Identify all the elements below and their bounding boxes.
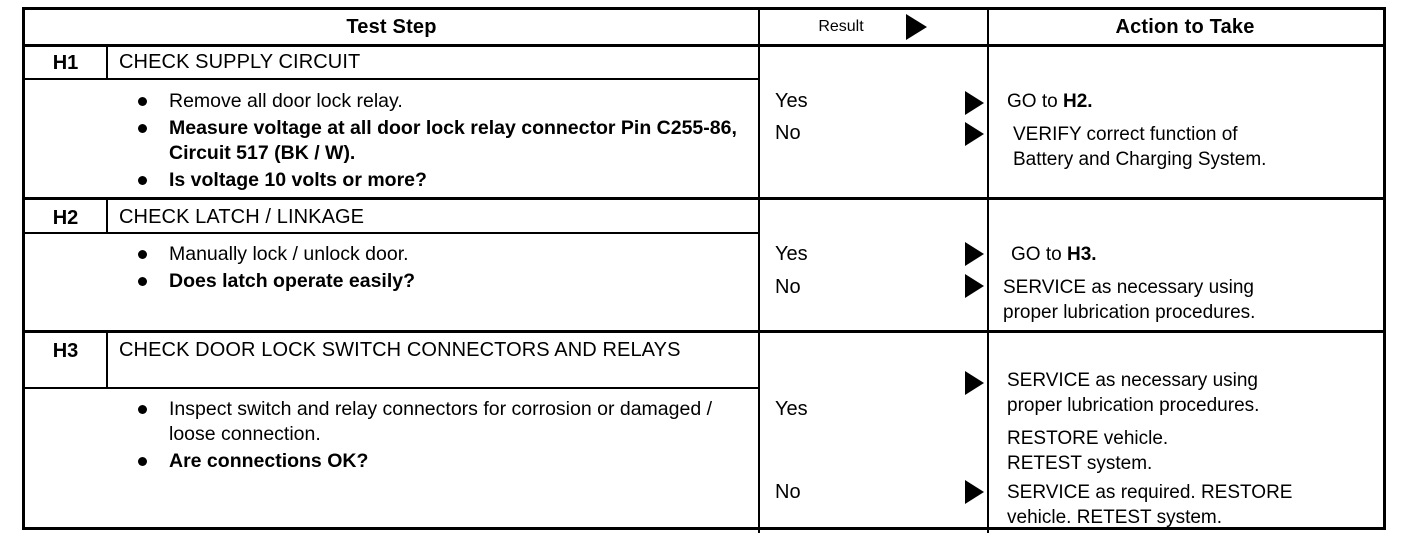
- result-h3-no-label: No: [775, 481, 801, 503]
- action-h2-yes-target: H3.: [1066, 244, 1097, 265]
- action-h3-yes-restore: RESTORE vehicle. RETEST system.: [1007, 426, 1168, 476]
- step-id-h2: H2: [25, 201, 106, 238]
- bullet-text: Remove all door lock relay.: [169, 90, 403, 112]
- result-h1-yes: Yes: [775, 90, 808, 113]
- action-h2-no: SERVICE as necessary using proper lubric…: [1003, 275, 1255, 325]
- triangle-right-icon: [965, 371, 984, 395]
- header-result: Result: [758, 10, 987, 44]
- step-title-h2-text: CHECK LATCH / LINKAGE: [119, 206, 365, 228]
- step-bullets-h1: Remove all door lock relay. Measure volt…: [138, 89, 748, 195]
- header-action-label: Action to Take: [1115, 15, 1255, 38]
- step-id-h1-label: H1: [52, 52, 79, 74]
- bullet-dot-icon: [138, 277, 147, 286]
- header-action-to-take: Action to Take: [987, 10, 1383, 44]
- list-item: Manually lock / unlock door.: [138, 242, 748, 267]
- bullet-dot-icon: [138, 457, 147, 466]
- step-id-h1: H1: [25, 46, 106, 84]
- header-bottom-divider: [25, 44, 1383, 47]
- result-h3-yes: Yes: [775, 398, 808, 421]
- bullet-dot-icon: [138, 124, 147, 133]
- result-h1-no: No: [775, 122, 801, 145]
- list-item: Are connections OK?: [138, 449, 748, 474]
- step-title-h2: CHECK LATCH / LINKAGE: [119, 204, 739, 231]
- action-h1-no-line1: VERIFY correct function of: [1013, 124, 1238, 145]
- action-h2-yes-prefix: GO to: [1011, 244, 1067, 265]
- diagnostic-table: Test Step Result Action to Take H1 CHECK…: [22, 7, 1386, 533]
- list-item: Inspect switch and relay connectors for …: [138, 397, 748, 447]
- list-item: Measure voltage at all door lock relay c…: [138, 116, 748, 166]
- step-title-h1-text: CHECK SUPPLY CIRCUIT: [119, 51, 361, 73]
- bullet-text: Measure voltage at all door lock relay c…: [169, 117, 737, 164]
- action-h3-yes: SERVICE as necessary using proper lubric…: [1007, 368, 1259, 418]
- triangle-right-icon: [965, 242, 984, 266]
- header-test-step: Test Step: [25, 10, 758, 44]
- action-h3-no: SERVICE as required. RESTORE vehicle. RE…: [1007, 480, 1292, 530]
- step-id-h3-label: H3: [52, 340, 79, 362]
- action-h1-yes: GO to H2.: [1007, 89, 1093, 114]
- list-item: Is voltage 10 volts or more?: [138, 168, 748, 193]
- bullet-dot-icon: [138, 97, 147, 106]
- triangle-right-icon: [965, 274, 984, 298]
- action-h3-yes-restore-line2: RETEST system.: [1007, 453, 1153, 474]
- step-bullets-h3: Inspect switch and relay connectors for …: [138, 397, 748, 476]
- column-divider-result-action: [987, 10, 989, 533]
- result-h2-no: No: [775, 276, 801, 299]
- result-h1-yes-label: Yes: [775, 90, 808, 112]
- bullet-text: Manually lock / unlock door.: [169, 243, 409, 265]
- action-h1-yes-prefix: GO to: [1007, 91, 1063, 112]
- result-h1-no-label: No: [775, 122, 801, 144]
- bullet-dot-icon: [138, 250, 147, 259]
- h1-title-underline: [25, 78, 758, 80]
- action-h2-yes: GO to H3.: [1011, 242, 1097, 267]
- row-divider-h2-h3: [25, 330, 1383, 333]
- triangle-right-icon: [965, 480, 984, 504]
- action-h3-no-line1: SERVICE as required. RESTORE: [1007, 482, 1293, 503]
- bullet-dot-icon: [138, 176, 147, 185]
- result-h3-no: No: [775, 481, 801, 504]
- bullet-dot-icon: [138, 405, 147, 414]
- row-divider-h1-h2: [25, 197, 1383, 200]
- column-divider-stepid-h2: [106, 199, 108, 234]
- action-h3-yes-line2: proper lubrication procedures.: [1007, 395, 1260, 416]
- triangle-right-icon: [905, 14, 927, 40]
- h3-title-underline: [25, 387, 758, 389]
- column-divider-stepid-h3: [106, 332, 108, 389]
- triangle-right-icon: [965, 122, 984, 146]
- action-h3-yes-line1: SERVICE as necessary using: [1007, 370, 1258, 391]
- bullet-text: Are connections OK?: [169, 450, 369, 472]
- step-bullets-h2: Manually lock / unlock door. Does latch …: [138, 242, 748, 296]
- column-divider-teststep-result: [758, 10, 760, 533]
- triangle-right-icon: [965, 91, 984, 115]
- step-title-h3: CHECK DOOR LOCK SWITCH CONNECTORS AND RE…: [119, 337, 719, 364]
- action-h2-no-line2: proper lubrication procedures.: [1003, 302, 1256, 323]
- column-divider-stepid-h1: [106, 44, 108, 80]
- result-h2-no-label: No: [775, 276, 801, 298]
- step-title-h3-text: CHECK DOOR LOCK SWITCH CONNECTORS AND RE…: [119, 339, 681, 361]
- step-id-h3: H3: [25, 334, 106, 393]
- action-h3-no-line2: vehicle. RETEST system.: [1007, 507, 1223, 528]
- list-item: Does latch operate easily?: [138, 269, 748, 294]
- list-item: Remove all door lock relay.: [138, 89, 748, 114]
- action-h3-yes-restore-line1: RESTORE vehicle.: [1007, 428, 1169, 449]
- result-h2-yes-label: Yes: [775, 243, 808, 265]
- result-h2-yes: Yes: [775, 243, 808, 266]
- header-result-label: Result: [818, 18, 864, 35]
- action-h1-no: VERIFY correct function of Battery and C…: [1013, 122, 1266, 172]
- action-h2-no-line1: SERVICE as necessary using: [1003, 277, 1254, 298]
- action-h1-yes-target: H2.: [1062, 91, 1093, 112]
- step-id-h2-label: H2: [52, 207, 79, 229]
- bullet-text: Does latch operate easily?: [169, 270, 416, 292]
- action-h1-no-line2: Battery and Charging System.: [1013, 149, 1267, 170]
- header-test-step-label: Test Step: [346, 15, 437, 38]
- bullet-text: Inspect switch and relay connectors for …: [169, 398, 713, 445]
- bullet-text: Is voltage 10 volts or more?: [169, 169, 427, 191]
- step-title-h1: CHECK SUPPLY CIRCUIT: [119, 49, 739, 76]
- result-h3-yes-label: Yes: [775, 398, 808, 420]
- h2-title-underline: [25, 232, 758, 234]
